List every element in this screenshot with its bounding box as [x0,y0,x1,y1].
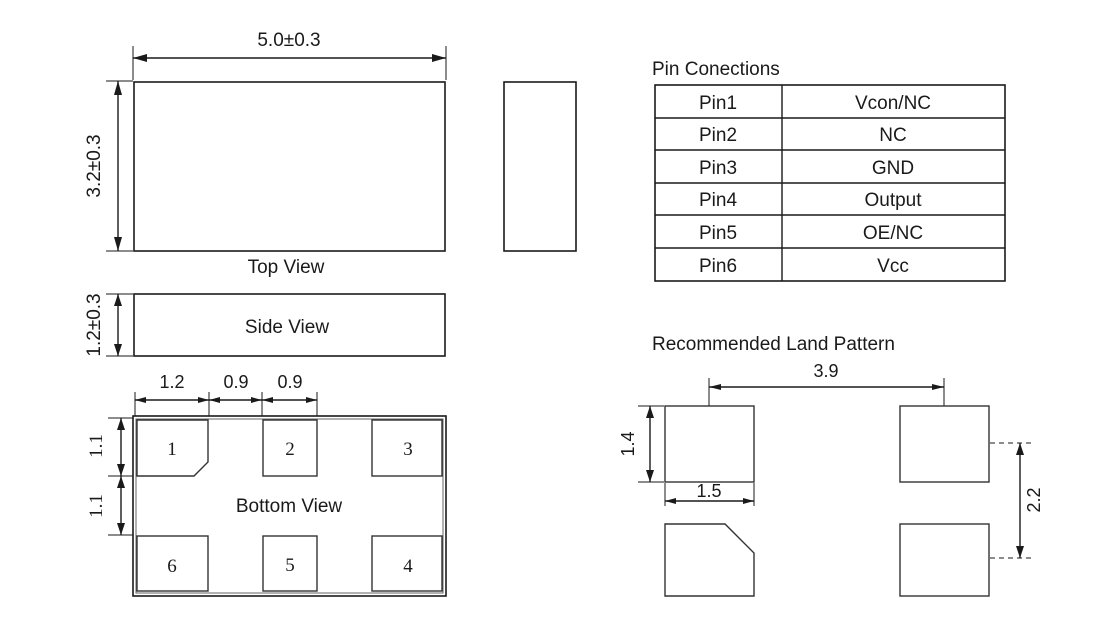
arrow-head [135,397,146,403]
pad-6 [136,535,209,592]
arrow-head [646,406,654,418]
top-view-outline [133,81,446,252]
pin-name-cell: Pin4 [699,190,737,211]
pad-6-number: 6 [167,556,177,577]
pad-height-bottom-label: 1.1 [86,494,107,518]
pad-4 [371,535,443,592]
land-pad-bottom-left [664,523,755,597]
land-pad-width-label: 1.5 [696,481,721,501]
land-pattern: Recommended Land Pattern 3.9 1.4 1.5 [618,334,1044,597]
side-view-label: Side View [245,317,329,338]
pin-name-cell: Pin2 [699,125,737,146]
bottom-view: 1.2 0.9 0.9 1.1 1.1 1 2 3 4 5 6 Bottom V… [86,372,447,597]
arrow-head [932,384,944,390]
length-label: 5.0±0.3 [257,30,320,51]
pin-function-cell: GND [872,158,914,179]
land-pad-top-left [664,405,755,483]
arrow-head [432,54,446,62]
arrow-head [646,470,654,482]
arrow-head [262,397,273,403]
arrow-head [198,397,209,403]
arrow-head [743,498,754,504]
pin-name-cell: Pin5 [699,223,737,244]
side-view: 1.2±0.3 Side View [84,293,446,357]
gap-b-label: 0.9 [277,372,302,392]
arrow-head [1016,546,1024,558]
arrow-head [114,237,122,251]
arrow-head [306,397,317,403]
pin-table-title: Pin Conections [652,59,780,80]
arrow-head [1016,443,1024,455]
pad-3-number: 3 [403,439,413,460]
pad-2-number: 2 [285,439,295,460]
side-view-outline [133,293,446,357]
land-pad-height-label: 1.4 [618,431,638,456]
arrow-head [114,344,122,356]
pad-height-top-label: 1.1 [86,434,107,458]
bottom-view-label: Bottom View [236,496,343,517]
bottom-view-inner-outline [135,418,444,594]
width-label: 3.2±0.3 [84,134,105,197]
arrow-head [251,397,262,403]
arrow-head [117,476,125,488]
top-view: 5.0±0.3 3.2±0.3 Top View [84,30,577,278]
pad-3 [371,419,443,477]
pitch-x-label: 3.9 [813,361,838,381]
gap-a-label: 0.9 [223,372,248,392]
pad-1 [136,419,209,477]
land-pad-top-right [899,405,990,483]
arrow-head [709,384,721,390]
pin-name-cell: Pin1 [699,93,737,114]
pin-function-cell: OE/NC [863,223,923,244]
arrow-head [133,54,147,62]
pad-1-number: 1 [167,439,177,460]
pin-function-cell: Vcon/NC [855,93,931,114]
pin-connections-table: Pin Conections Pin1 Vcon/NC Pin2 NC Pin3… [652,59,1006,282]
pad-2 [262,419,318,477]
arrow-head [114,81,122,95]
pin-name-cell: Pin6 [699,256,737,277]
land-pad-bottom-right [899,523,990,597]
arrow-head [117,523,125,535]
arrow-head [117,418,125,430]
pin-function-cell: NC [879,125,906,146]
land-pattern-title: Recommended Land Pattern [652,334,895,355]
pitch-y-label: 2.2 [1024,487,1044,512]
arrow-head [114,294,122,306]
pad-5-number: 5 [285,555,295,576]
pin-function-cell: Vcc [877,256,909,277]
arrow-head [209,397,220,403]
height-label: 1.2±0.3 [84,293,105,356]
end-view-outline [503,81,577,252]
pin-name-cell: Pin3 [699,158,737,179]
top-view-label: Top View [248,257,325,278]
pad-4-number: 4 [403,556,413,577]
pad-5 [262,535,318,592]
arrow-head [117,464,125,476]
pad-width-label: 1.2 [159,372,184,392]
arrow-head [665,498,676,504]
pin-function-cell: Output [864,190,922,211]
